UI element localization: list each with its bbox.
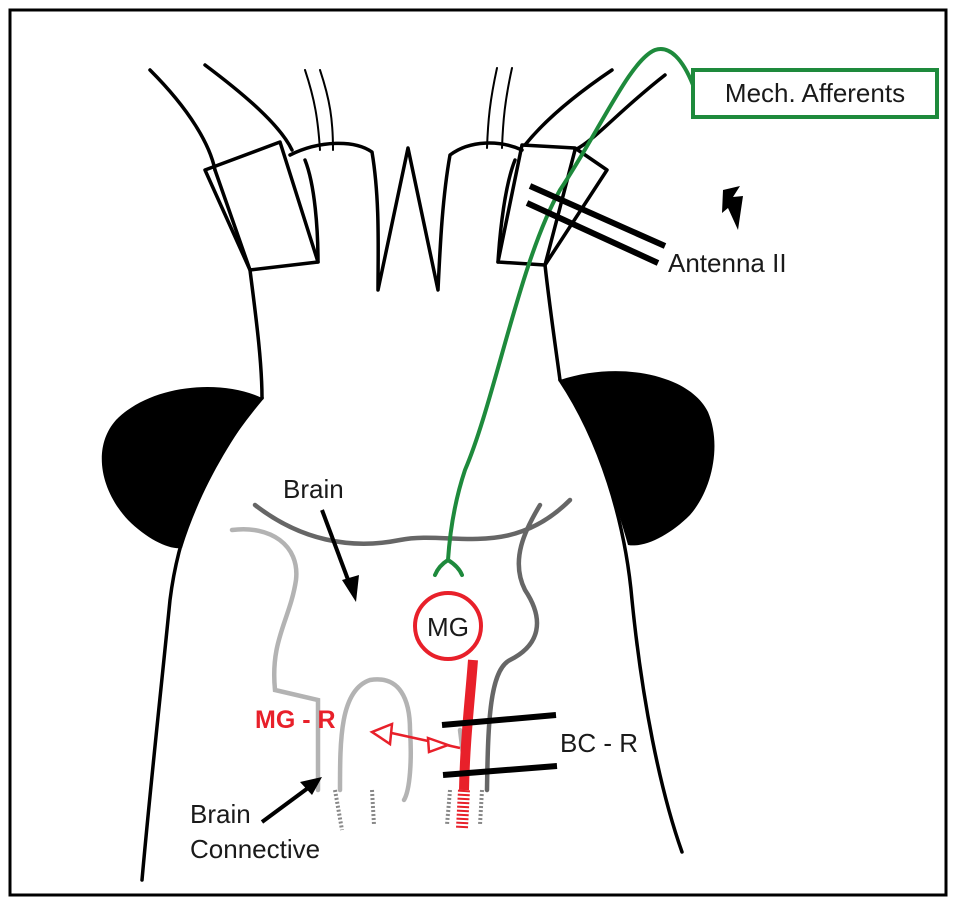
brain-arrow <box>322 510 350 585</box>
mg-r-label: MG - R <box>255 706 336 734</box>
lightning-bolt-icon <box>722 186 743 230</box>
brain-connective-label-line2: Connective <box>190 834 320 864</box>
left-eye <box>102 387 262 548</box>
mg-r-electrode-tip-2 <box>428 738 448 752</box>
mg-r-electrode-tip-1 <box>372 724 392 744</box>
bc-r-label: BC - R <box>560 728 638 758</box>
brain-label: Brain <box>283 474 344 504</box>
brain-connective-arrow <box>262 788 308 822</box>
brain-outline <box>232 500 570 830</box>
right-eye <box>560 371 714 545</box>
antenna-label: Antenna II <box>668 248 787 278</box>
bc-r-electrode-1 <box>442 715 556 725</box>
mg-axon-dashed-end <box>462 790 464 828</box>
mech-afferents-label: Mech. Afferents <box>725 78 905 108</box>
mg-label: MG <box>427 612 469 642</box>
brain-arrow-head <box>342 575 359 602</box>
brain-connective-label-line1: Brain <box>190 799 251 829</box>
